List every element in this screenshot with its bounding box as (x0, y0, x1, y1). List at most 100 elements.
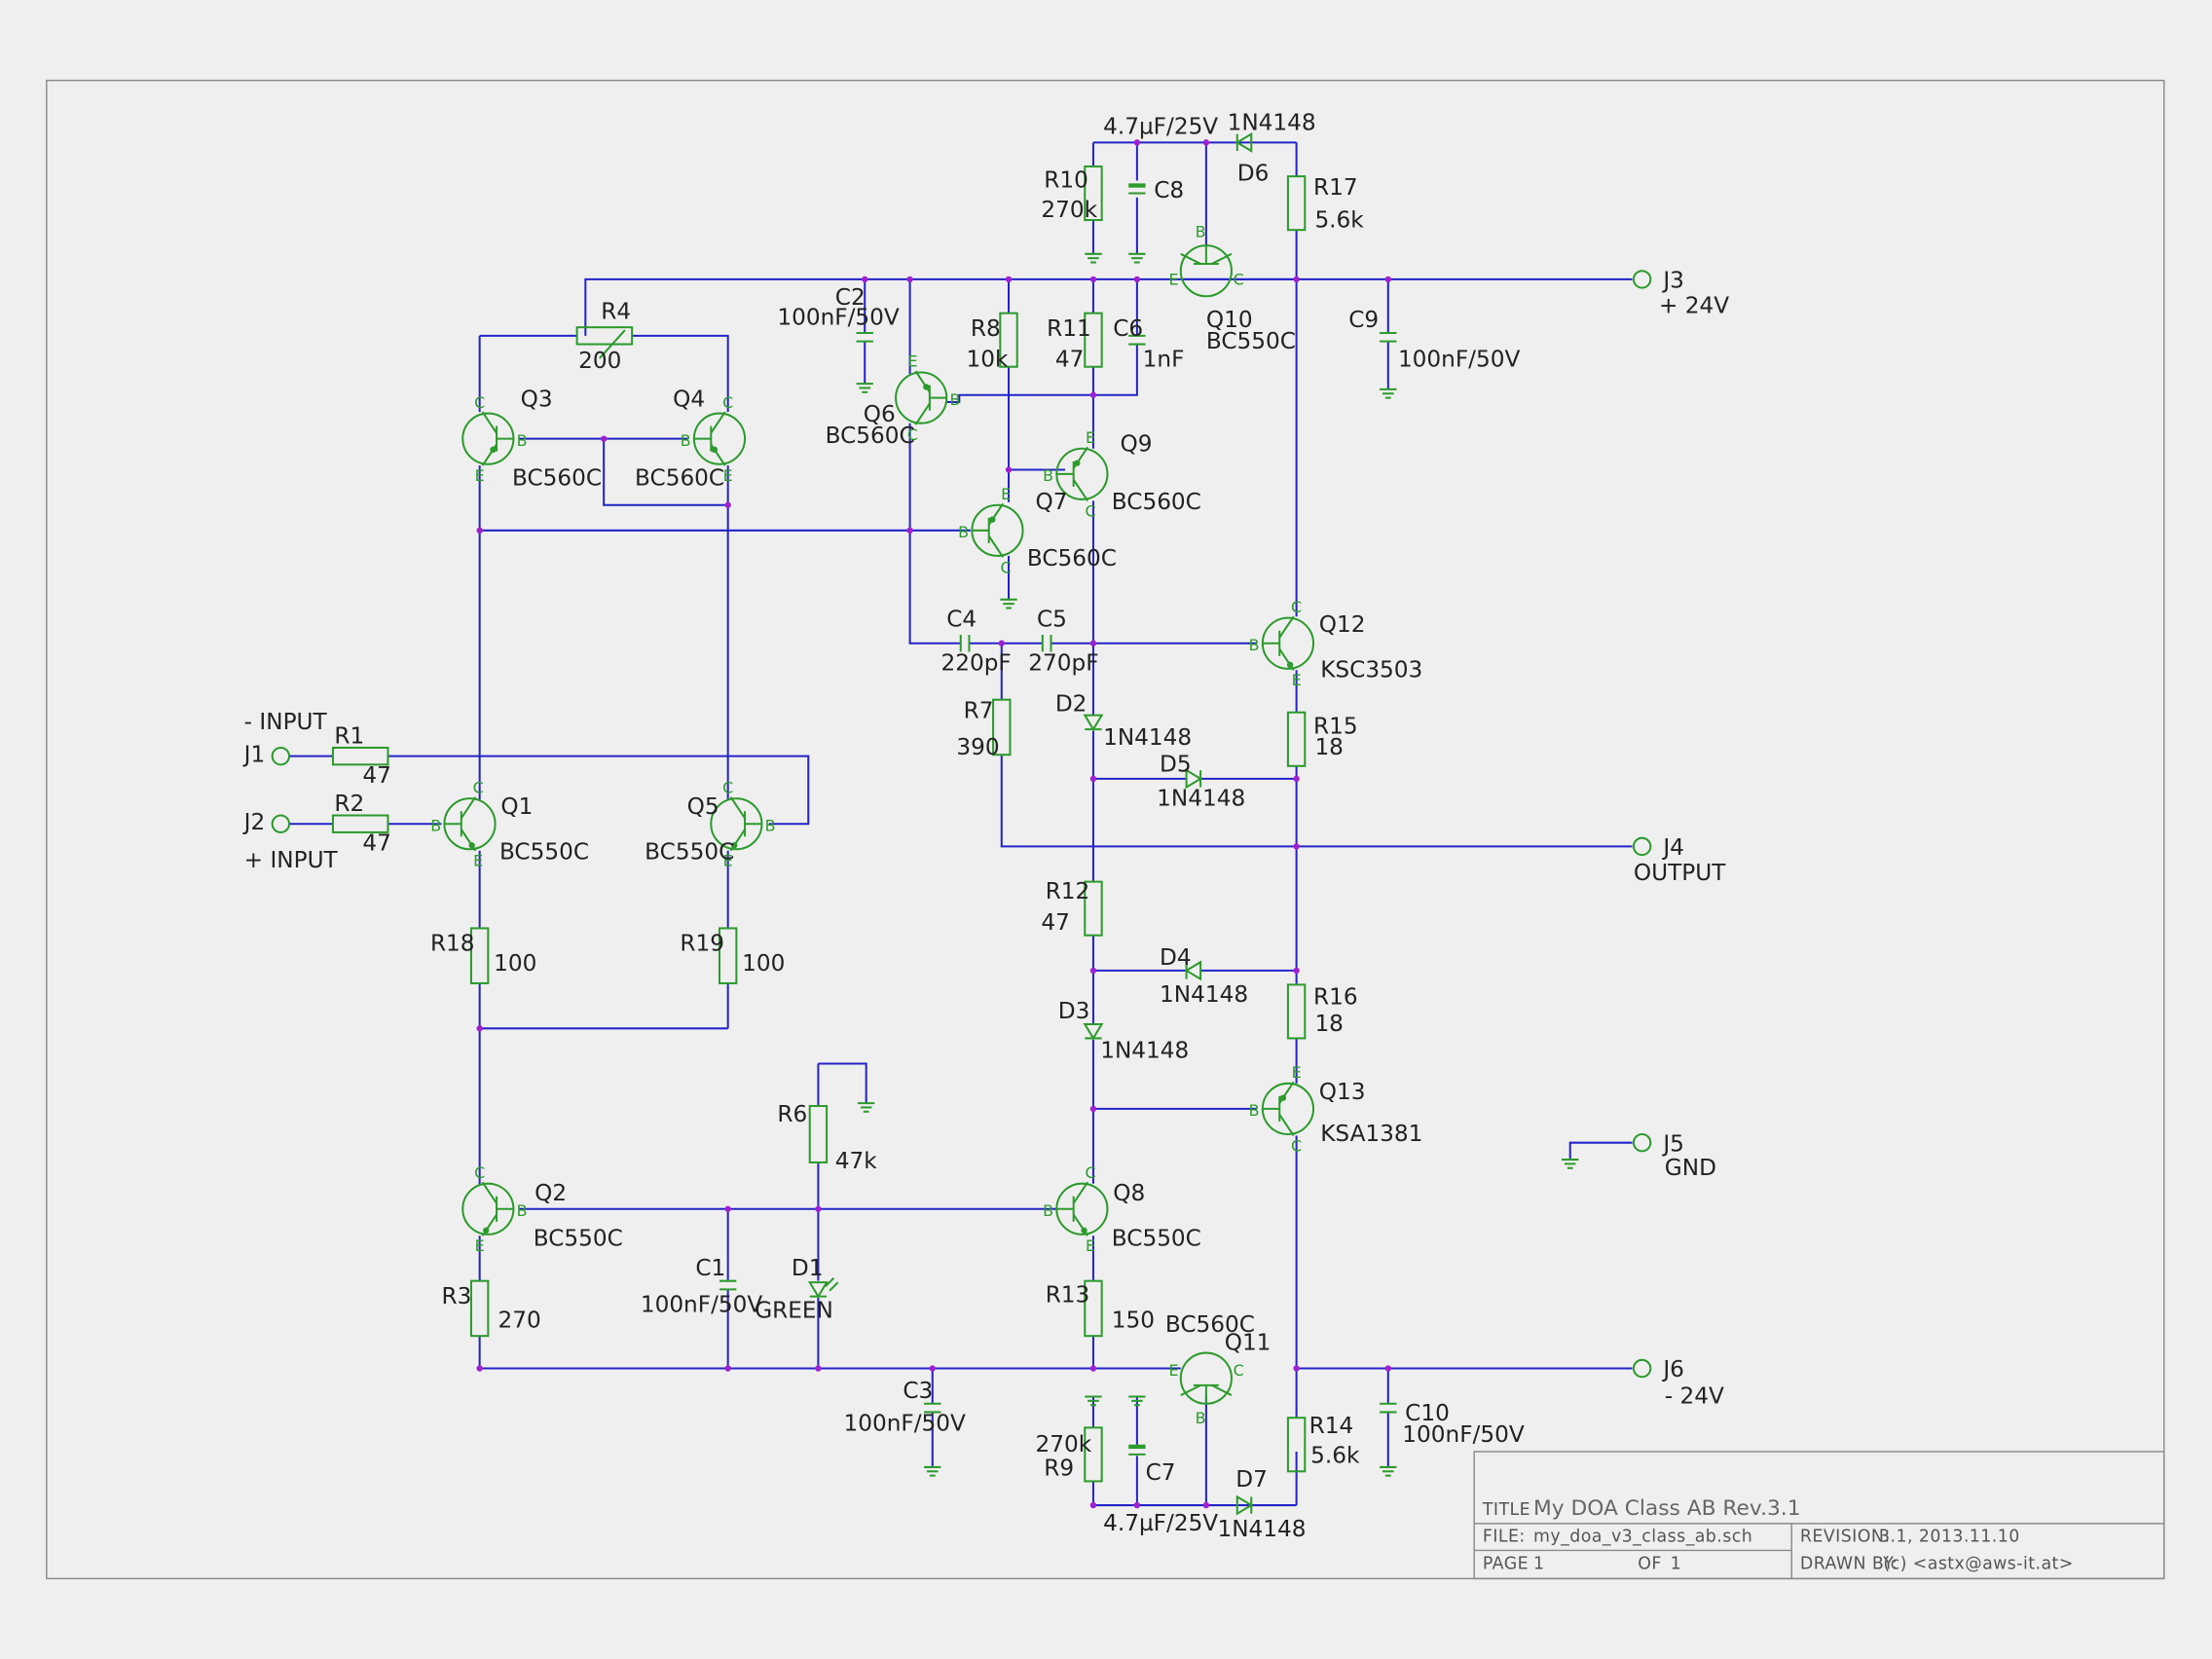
label-q10-value: BC550C (1206, 328, 1296, 354)
ground-symbol (857, 1102, 875, 1113)
label-q2-ref: Q2 (535, 1180, 567, 1206)
ground-symbol (1085, 1395, 1102, 1407)
junction-dot (476, 1365, 483, 1372)
label-r10-value: 270k (1041, 197, 1097, 223)
label-c6-value: 1nF (1143, 347, 1185, 373)
label-q3-ref: Q3 (521, 386, 553, 412)
label-d5-value: 1N4148 (1157, 785, 1245, 811)
label-c4-value: 220pF (940, 649, 1011, 676)
label-r4-value: 200 (578, 348, 621, 374)
electrolytic-capacitor-symbol (1128, 183, 1146, 195)
pin-label: C (473, 778, 484, 796)
label-j2-ref: J2 (242, 809, 266, 835)
capacitor-symbol (1128, 334, 1146, 346)
label-d3-ref: D3 (1058, 998, 1090, 1024)
junction-dot (1089, 276, 1097, 283)
label-d6-ref: D6 (1237, 160, 1270, 186)
label-q12-ref: Q12 (1319, 611, 1366, 638)
label-d3-value: 1N4148 (1100, 1038, 1189, 1064)
label-r9-ref: R9 (1044, 1456, 1074, 1482)
connector-j2-pad[interactable] (271, 814, 291, 833)
label-r13-value: 150 (1112, 1307, 1155, 1333)
pin-label: E (723, 852, 733, 870)
of-value: 1 (1671, 1554, 1682, 1573)
label-q7-value: BC560C (1027, 545, 1117, 571)
label-r15-value: 18 (1314, 734, 1344, 760)
label-q3-value: BC560C (512, 464, 602, 491)
junction-dot (1293, 967, 1300, 975)
diode-symbol (1184, 960, 1202, 981)
label-r2-ref: R2 (334, 791, 364, 817)
pin-label: C (722, 393, 733, 412)
title-block: TITLE My DOA Class AB Rev.3.1 FILE: my_d… (1473, 1451, 2165, 1580)
pin-label: C (722, 778, 733, 796)
label-q1-value: BC550C (499, 838, 589, 865)
junction-dot (1384, 276, 1391, 283)
connector-j6-pad[interactable] (1632, 1358, 1652, 1379)
junction-dot (1089, 391, 1097, 398)
wires (289, 141, 1633, 1507)
sheet-frame (46, 79, 2165, 1580)
pnp-transistor-symbol (971, 502, 1024, 558)
label-r18-value: 100 (494, 950, 536, 977)
connector-j5-pad[interactable] (1632, 1132, 1652, 1153)
npn-transistor-symbol (443, 796, 497, 852)
resistor-symbol (1084, 1426, 1103, 1483)
resistor-symbol (1286, 983, 1307, 1040)
label-q8-ref: Q8 (1113, 1180, 1145, 1206)
label-q12-value: KSC3503 (1320, 657, 1422, 683)
label-r14-value: 5.6k (1310, 1443, 1360, 1469)
pin-label: B (1196, 222, 1206, 240)
pin-label: B (958, 523, 969, 541)
npn-transistor-symbol (1261, 615, 1315, 671)
label-d6-value: 1N4148 (1228, 109, 1316, 135)
junction-dot (1089, 775, 1097, 783)
label-r19-ref: R19 (680, 931, 724, 957)
label-r11-value: 47 (1055, 347, 1085, 373)
label-c1-ref: C1 (695, 1255, 725, 1281)
junction-dot (1202, 1501, 1210, 1509)
label-r8-ref: R8 (971, 315, 1001, 342)
capacitor-symbol (924, 1402, 941, 1414)
connector-j4-pad[interactable] (1632, 836, 1652, 857)
junction-dot (1005, 276, 1013, 283)
label-r4-ref: R4 (601, 298, 631, 324)
label-d2-ref: D2 (1055, 690, 1088, 717)
junction-dot (1089, 1105, 1097, 1113)
label-d4-ref: D4 (1160, 944, 1192, 971)
ground-symbol (1000, 598, 1017, 609)
diode-symbol (1185, 768, 1203, 790)
junction-dot (1089, 1365, 1097, 1372)
drawn-by-label: DRAWN BY: (1800, 1554, 1898, 1573)
label-d1-ref: D1 (792, 1255, 824, 1281)
label-r7-value: 390 (956, 734, 999, 760)
junction-dot (1384, 1365, 1391, 1372)
label-r19-value: 100 (742, 950, 785, 977)
label-c9-ref: C9 (1348, 307, 1379, 333)
label-c3-value: 100nF/50V (843, 1410, 966, 1436)
label-q13-ref: Q13 (1319, 1079, 1366, 1105)
label-q2-value: BC550C (534, 1225, 623, 1251)
pin-label: C (1085, 1163, 1095, 1182)
led-symbol (807, 1277, 839, 1299)
resistor-symbol (1084, 880, 1103, 937)
diode-symbol (1083, 1022, 1104, 1041)
label-c6-ref: C6 (1113, 315, 1143, 342)
resistor-symbol (1286, 1417, 1307, 1473)
pin-label: C (1234, 271, 1244, 289)
wire (632, 334, 729, 413)
ground-symbol (1085, 252, 1102, 264)
trimmer-arrow (599, 329, 626, 359)
junction-dot (929, 1365, 936, 1372)
pin-label: B (1249, 1101, 1260, 1120)
connector-j1-pad[interactable] (271, 746, 291, 766)
junction-dot (1293, 1365, 1300, 1372)
connector-j3-pad[interactable] (1632, 270, 1652, 289)
npn-transistor-symbol (710, 796, 763, 852)
label-j6-ref: J6 (1661, 1356, 1684, 1382)
label-j1-label: - INPUT (244, 709, 328, 735)
label-c8-ref: C8 (1154, 177, 1184, 203)
pin-label: C (1234, 1361, 1244, 1380)
